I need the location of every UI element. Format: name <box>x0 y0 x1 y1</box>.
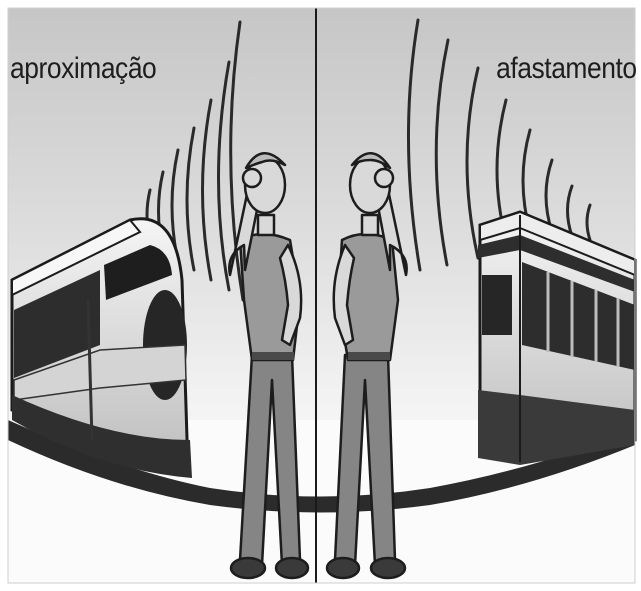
recede-label: afastamento <box>497 52 637 86</box>
approach-label: aproximação <box>10 52 156 86</box>
receding-train-icon <box>478 212 635 465</box>
